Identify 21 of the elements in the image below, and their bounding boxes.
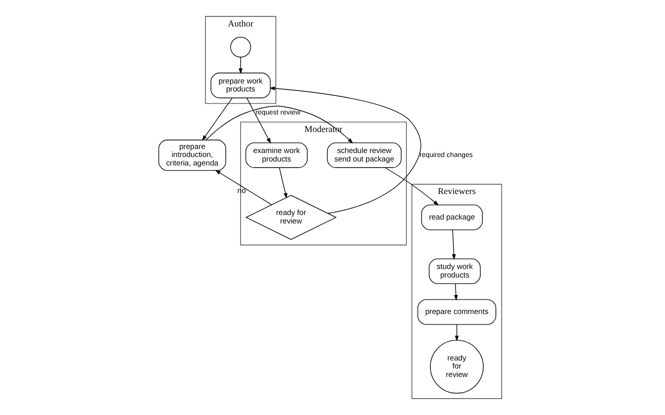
arrow <box>454 283 458 301</box>
node-box: read package <box>420 204 482 230</box>
arrow <box>384 167 438 206</box>
node-box: prepare comments <box>416 299 496 325</box>
node-box: schedule review send out package <box>326 142 402 168</box>
node-circle <box>230 36 250 58</box>
node-circle: ready for review <box>429 340 484 394</box>
node-box: prepare work products <box>210 72 270 98</box>
arrow <box>454 324 458 342</box>
arrow <box>238 56 242 74</box>
node-box: prepare introduction, criteria, agenda <box>158 140 226 171</box>
arrow <box>214 170 272 206</box>
arrow <box>202 98 232 141</box>
node-box: examine work products <box>244 142 308 168</box>
node-diamond: ready for review <box>244 194 336 240</box>
arrow <box>268 86 421 214</box>
arrow <box>451 230 456 260</box>
arrow <box>246 98 270 144</box>
arrow <box>278 168 287 199</box>
arrow <box>205 106 353 144</box>
node-box: study work products <box>428 258 480 284</box>
